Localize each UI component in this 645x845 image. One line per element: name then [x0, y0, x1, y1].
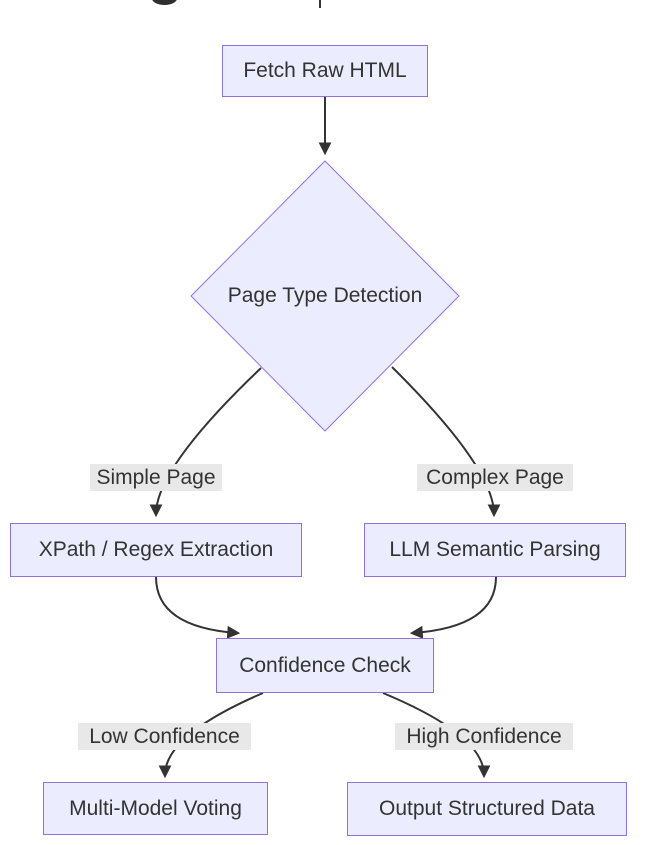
- text-cursor-artifact: [319, 0, 321, 8]
- node-fetch-raw-html: Fetch Raw HTML: [222, 45, 428, 97]
- edge-detect-to-xpath: [149, 367, 262, 518]
- node-page-type-detection-shape: [190, 160, 460, 432]
- edge-llm-to-confidence: [409, 576, 497, 639]
- edge-xpath-to-confidence: [155, 576, 241, 639]
- cropped-text-fragment: [152, 0, 177, 5]
- edge-label-simple-page: Simple Page: [90, 464, 222, 491]
- node-multi-model-voting: Multi-Model Voting: [43, 782, 268, 835]
- node-xpath-regex-extraction: XPath / Regex Extraction: [10, 523, 302, 577]
- edge-detect-to-llm: [391, 366, 501, 518]
- node-confidence-check: Confidence Check: [216, 638, 434, 693]
- edge-label-complex-page: Complex Page: [417, 464, 573, 491]
- edge-label-high-confidence: High Confidence: [395, 723, 573, 750]
- node-output-structured-data: Output Structured Data: [347, 782, 627, 836]
- edge-label-low-confidence: Low Confidence: [78, 723, 251, 750]
- node-page-type-detection-label: Page Type Detection: [227, 284, 423, 307]
- node-llm-semantic-parsing: LLM Semantic Parsing: [364, 523, 626, 577]
